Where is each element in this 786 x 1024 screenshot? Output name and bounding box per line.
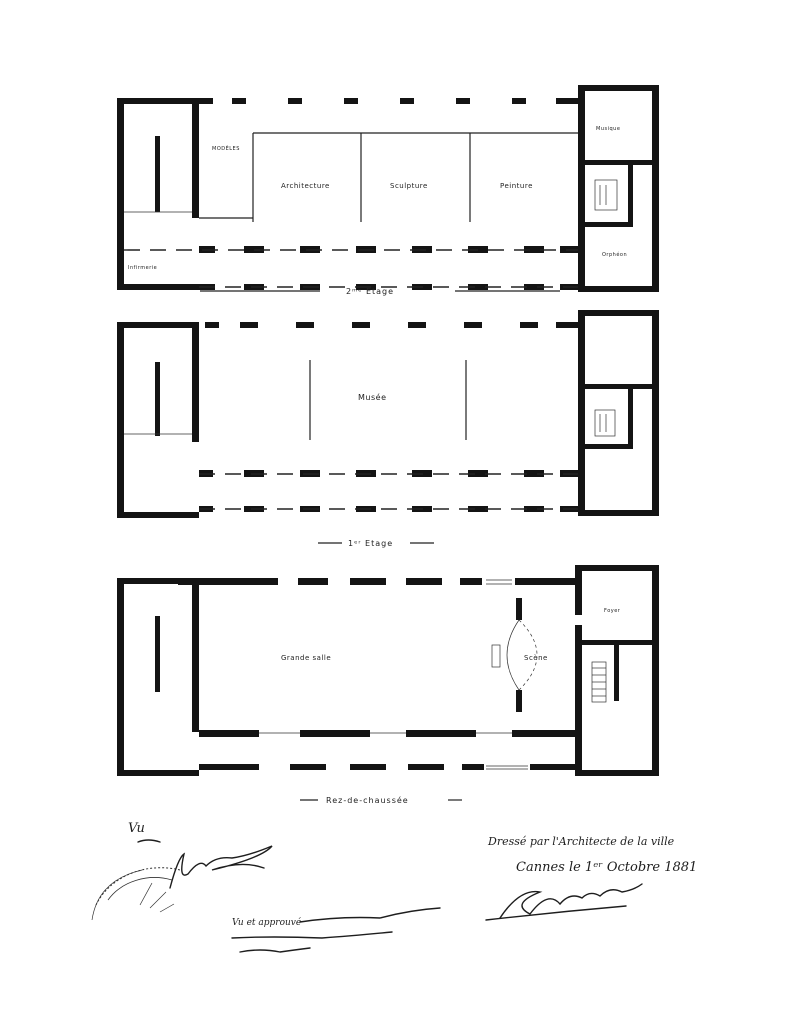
room-label-peinture: Peinture [500,182,533,190]
room-label-orpheon: Orphéon [602,251,627,258]
signature-right [499,883,643,919]
official-seal [91,867,181,921]
floor-title-2nd: 2ᵐᵉ Etage [346,287,394,296]
room-label-scene: Scène [524,654,548,662]
architect-line: Dressé par l'Architecte de la ville [487,835,675,848]
top-piers-1st [205,322,578,328]
vu-note: Vu [128,821,145,836]
room-label-foyer: Foyer [604,608,621,614]
room-label-modeles: MODÈLES [212,144,240,152]
annotations: Vu Vu et approuvé Dressé par l'Architect… [91,821,697,953]
date-line: Cannes le 1ᵉʳ Octobre 1881 [516,860,697,875]
floor-title-ground: Rez-de-chaussée [326,795,409,805]
top-piers-2nd [199,98,578,104]
room-label-infirmerie: Infirmerie [128,265,157,271]
corridor-piers-ground [199,730,575,770]
plan-ground-floor: Grande salle Scène Foyer Rez-de-chaussée [117,565,659,805]
vu-scribble [137,839,161,843]
top-piers-ground [178,578,575,585]
room-label-sculpture: Sculpture [390,182,428,190]
room-label-grande-salle: Grande salle [281,654,331,662]
floor-title-1st: 1ᵉʳ Etage [348,539,393,548]
signature-left [169,845,273,889]
approval-line: Vu et approuvé [232,917,302,928]
corridor-piers-1st [199,470,578,512]
plan-2nd-floor: MODÈLES Architecture Sculpture Peinture … [117,85,659,296]
room-label-musique: Musique [596,126,620,132]
room-label-architecture: Architecture [281,182,330,190]
corridor-piers-2nd [199,246,578,290]
plan-1st-floor: Musée 1ᵉʳ Etage [117,310,659,548]
room-label-musee: Musée [358,392,386,402]
